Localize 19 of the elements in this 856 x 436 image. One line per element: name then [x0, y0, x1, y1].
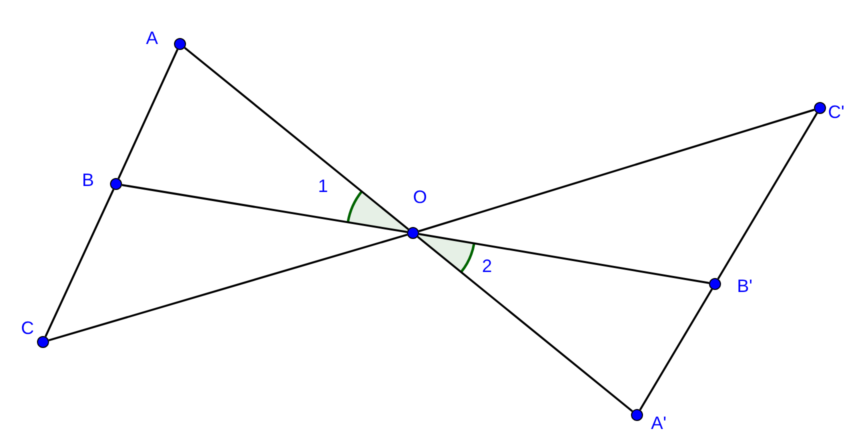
angle-label: 1 — [318, 176, 328, 196]
point-label: C — [21, 318, 34, 338]
point-label: O — [413, 187, 428, 207]
point-label: A' — [651, 413, 666, 433]
line-segment — [418, 108, 815, 232]
line-segment — [418, 233, 710, 284]
line-segment — [44, 189, 114, 337]
point-label: B — [82, 170, 94, 190]
line-segment — [184, 47, 409, 230]
point-label: A — [146, 28, 158, 48]
line-segment — [122, 184, 408, 234]
point-label: B' — [737, 276, 752, 296]
line-segment — [639, 288, 713, 410]
line-segment — [118, 49, 178, 179]
point-label: C' — [828, 102, 844, 122]
angle-label: 2 — [482, 256, 492, 276]
line-segment — [48, 234, 408, 342]
line-segment — [717, 112, 818, 280]
line-segment — [417, 236, 633, 412]
